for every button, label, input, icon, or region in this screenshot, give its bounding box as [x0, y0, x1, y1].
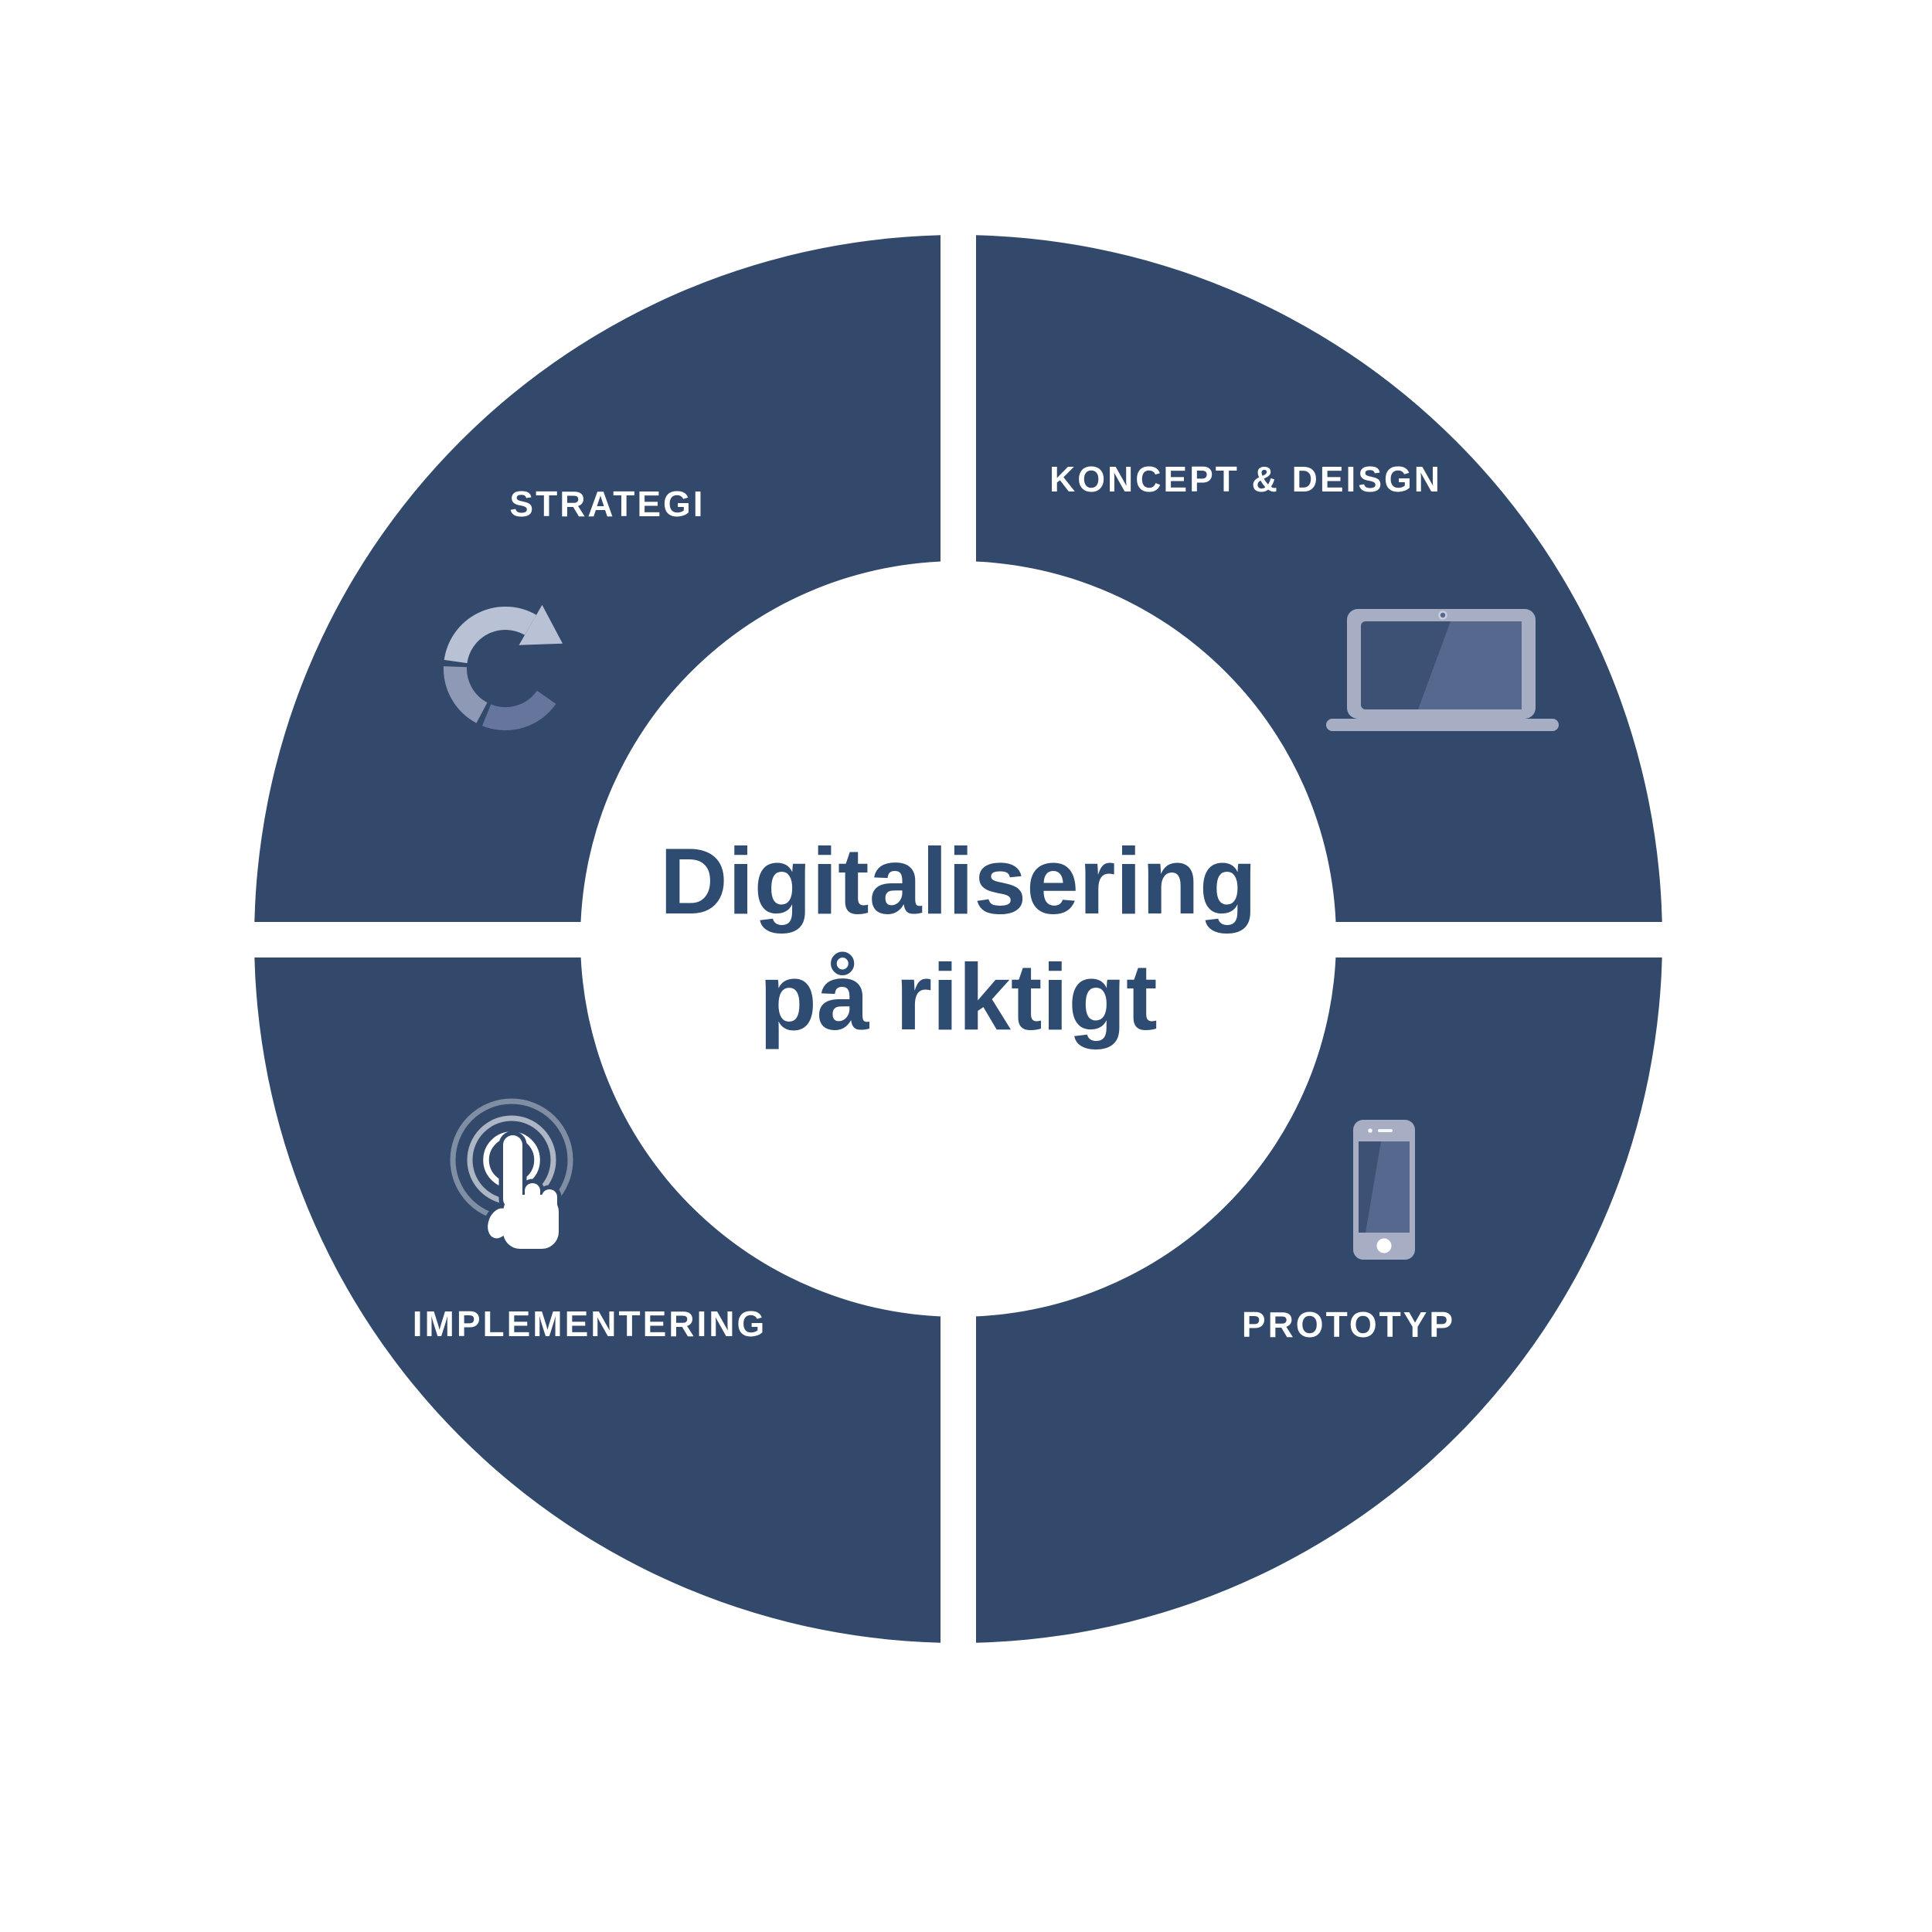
quadrant-label-prototyp: PROTOTYP	[1241, 1304, 1456, 1345]
quadrant-label-strategi: STRATEGI	[509, 484, 706, 524]
phone-camera	[1368, 1128, 1372, 1133]
ring-annulus	[254, 235, 1662, 1643]
diagram-title-line2: på riktigt	[759, 944, 1158, 1049]
smartphone-icon	[1353, 1120, 1415, 1260]
laptop-webcam	[1438, 611, 1447, 620]
phone-home-button	[1376, 1238, 1392, 1253]
phone-speaker	[1378, 1129, 1393, 1132]
phone-screen-reflection	[1366, 1141, 1410, 1233]
cycle-arrow-icon	[443, 604, 563, 731]
diagram-title-line1: Digitalisering	[659, 828, 1257, 934]
laptop-base	[1326, 719, 1559, 731]
diagram-title: Digitalisering på riktigt	[660, 823, 1257, 1055]
quadrant-divider-horizontal	[216, 922, 1700, 957]
quadrant-label-implementering: IMPLEMENTERING	[412, 1304, 767, 1344]
laptop-icon	[1326, 609, 1559, 731]
tap-hand	[488, 1135, 559, 1249]
quadrant-label-koncept-design: KONCEPT & DEISGN	[1049, 459, 1443, 499]
laptop-screen-reflection	[1418, 621, 1522, 709]
touch-icon	[450, 1098, 573, 1253]
